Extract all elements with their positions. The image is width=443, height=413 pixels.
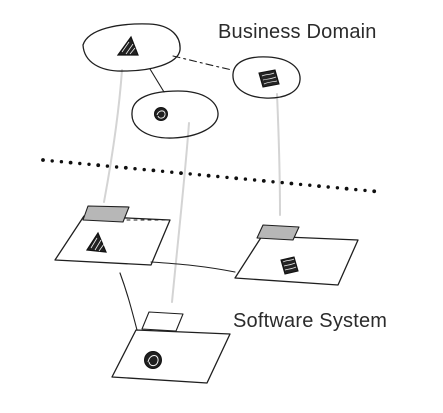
connector-left-to-right-dashed [172,55,233,71]
vertical-guides [103,69,281,303]
separator-dot [41,158,45,162]
guide-right-ellipse-to-right-module [276,93,281,216]
separator-dot [142,167,146,172]
square-scribble-lines-icon [282,258,297,271]
separator-dot [170,170,174,174]
separator-dot [197,173,202,177]
software-module-left-tab [82,205,130,223]
separator-dot [216,174,220,179]
separator-dot [344,186,349,191]
separator-dot [151,168,156,173]
software-icons [85,231,299,369]
separator-dot [243,177,248,181]
separator-dot [123,165,128,170]
separator-dot [160,169,165,173]
software-module-bottom [111,329,231,384]
business-icons [116,35,280,121]
separator-dot [50,159,54,163]
separator-dot [188,172,192,176]
separator-dot [59,160,64,164]
separator-dot [354,187,358,192]
business-domain-label: Business Domain [218,21,377,43]
separator-dot [206,173,211,178]
separator-dot [225,175,229,180]
circle-swirl-icon [156,110,166,119]
domain-ellipse-center [131,90,219,139]
scribble-square-icon [258,69,280,88]
circle-swirl-icon [147,355,159,367]
separator-dot [133,167,137,171]
triangle-hatch-icon [90,237,105,252]
scribble-square-icon [280,256,299,275]
software-module-left [54,215,171,266]
dotted-separator: (() => { const g = document.currentScrip… [41,158,377,194]
separator-dot [335,186,340,190]
separator-dot [372,189,377,194]
separator-dot [289,181,294,186]
separator-dot [298,182,303,187]
separator-dot [280,180,284,185]
triangle-icon [116,35,139,56]
guide-left-ellipse-to-left-module [103,69,123,203]
connector-left-module-to-bottom-module [119,272,138,331]
square-scribble-lines-icon [261,72,278,85]
separator-dot [179,171,183,176]
domain-ellipse-left [82,23,181,72]
separator-dot [96,163,101,168]
separator-dot [78,161,82,166]
separator-dot [87,162,91,166]
separator-dot [308,183,312,187]
triangle-icon [85,231,107,253]
software-module-right-tab [256,224,300,241]
separator-dot [317,184,321,189]
separator-dot [252,178,257,182]
separator-dot [68,160,73,165]
triangle-hatch-icon [121,41,136,55]
software-module-bottom-tab [141,311,184,332]
separator-dot [271,180,275,184]
separator-dot [105,164,110,168]
domain-ellipse-right [232,56,301,99]
connector-left-module-to-right-module [150,261,236,273]
guide-center-ellipse-to-bottom-module [171,122,190,303]
separator-dot [363,188,367,193]
software-module-right [234,235,359,286]
separator-dot [114,165,119,169]
separator-dot [326,185,330,189]
business-layer [82,23,301,139]
software-layer [54,205,359,384]
connector-left-to-center [149,68,165,93]
software-system-label: Software System [233,310,388,332]
separator-dot [261,179,266,183]
separator-dot [234,176,239,181]
